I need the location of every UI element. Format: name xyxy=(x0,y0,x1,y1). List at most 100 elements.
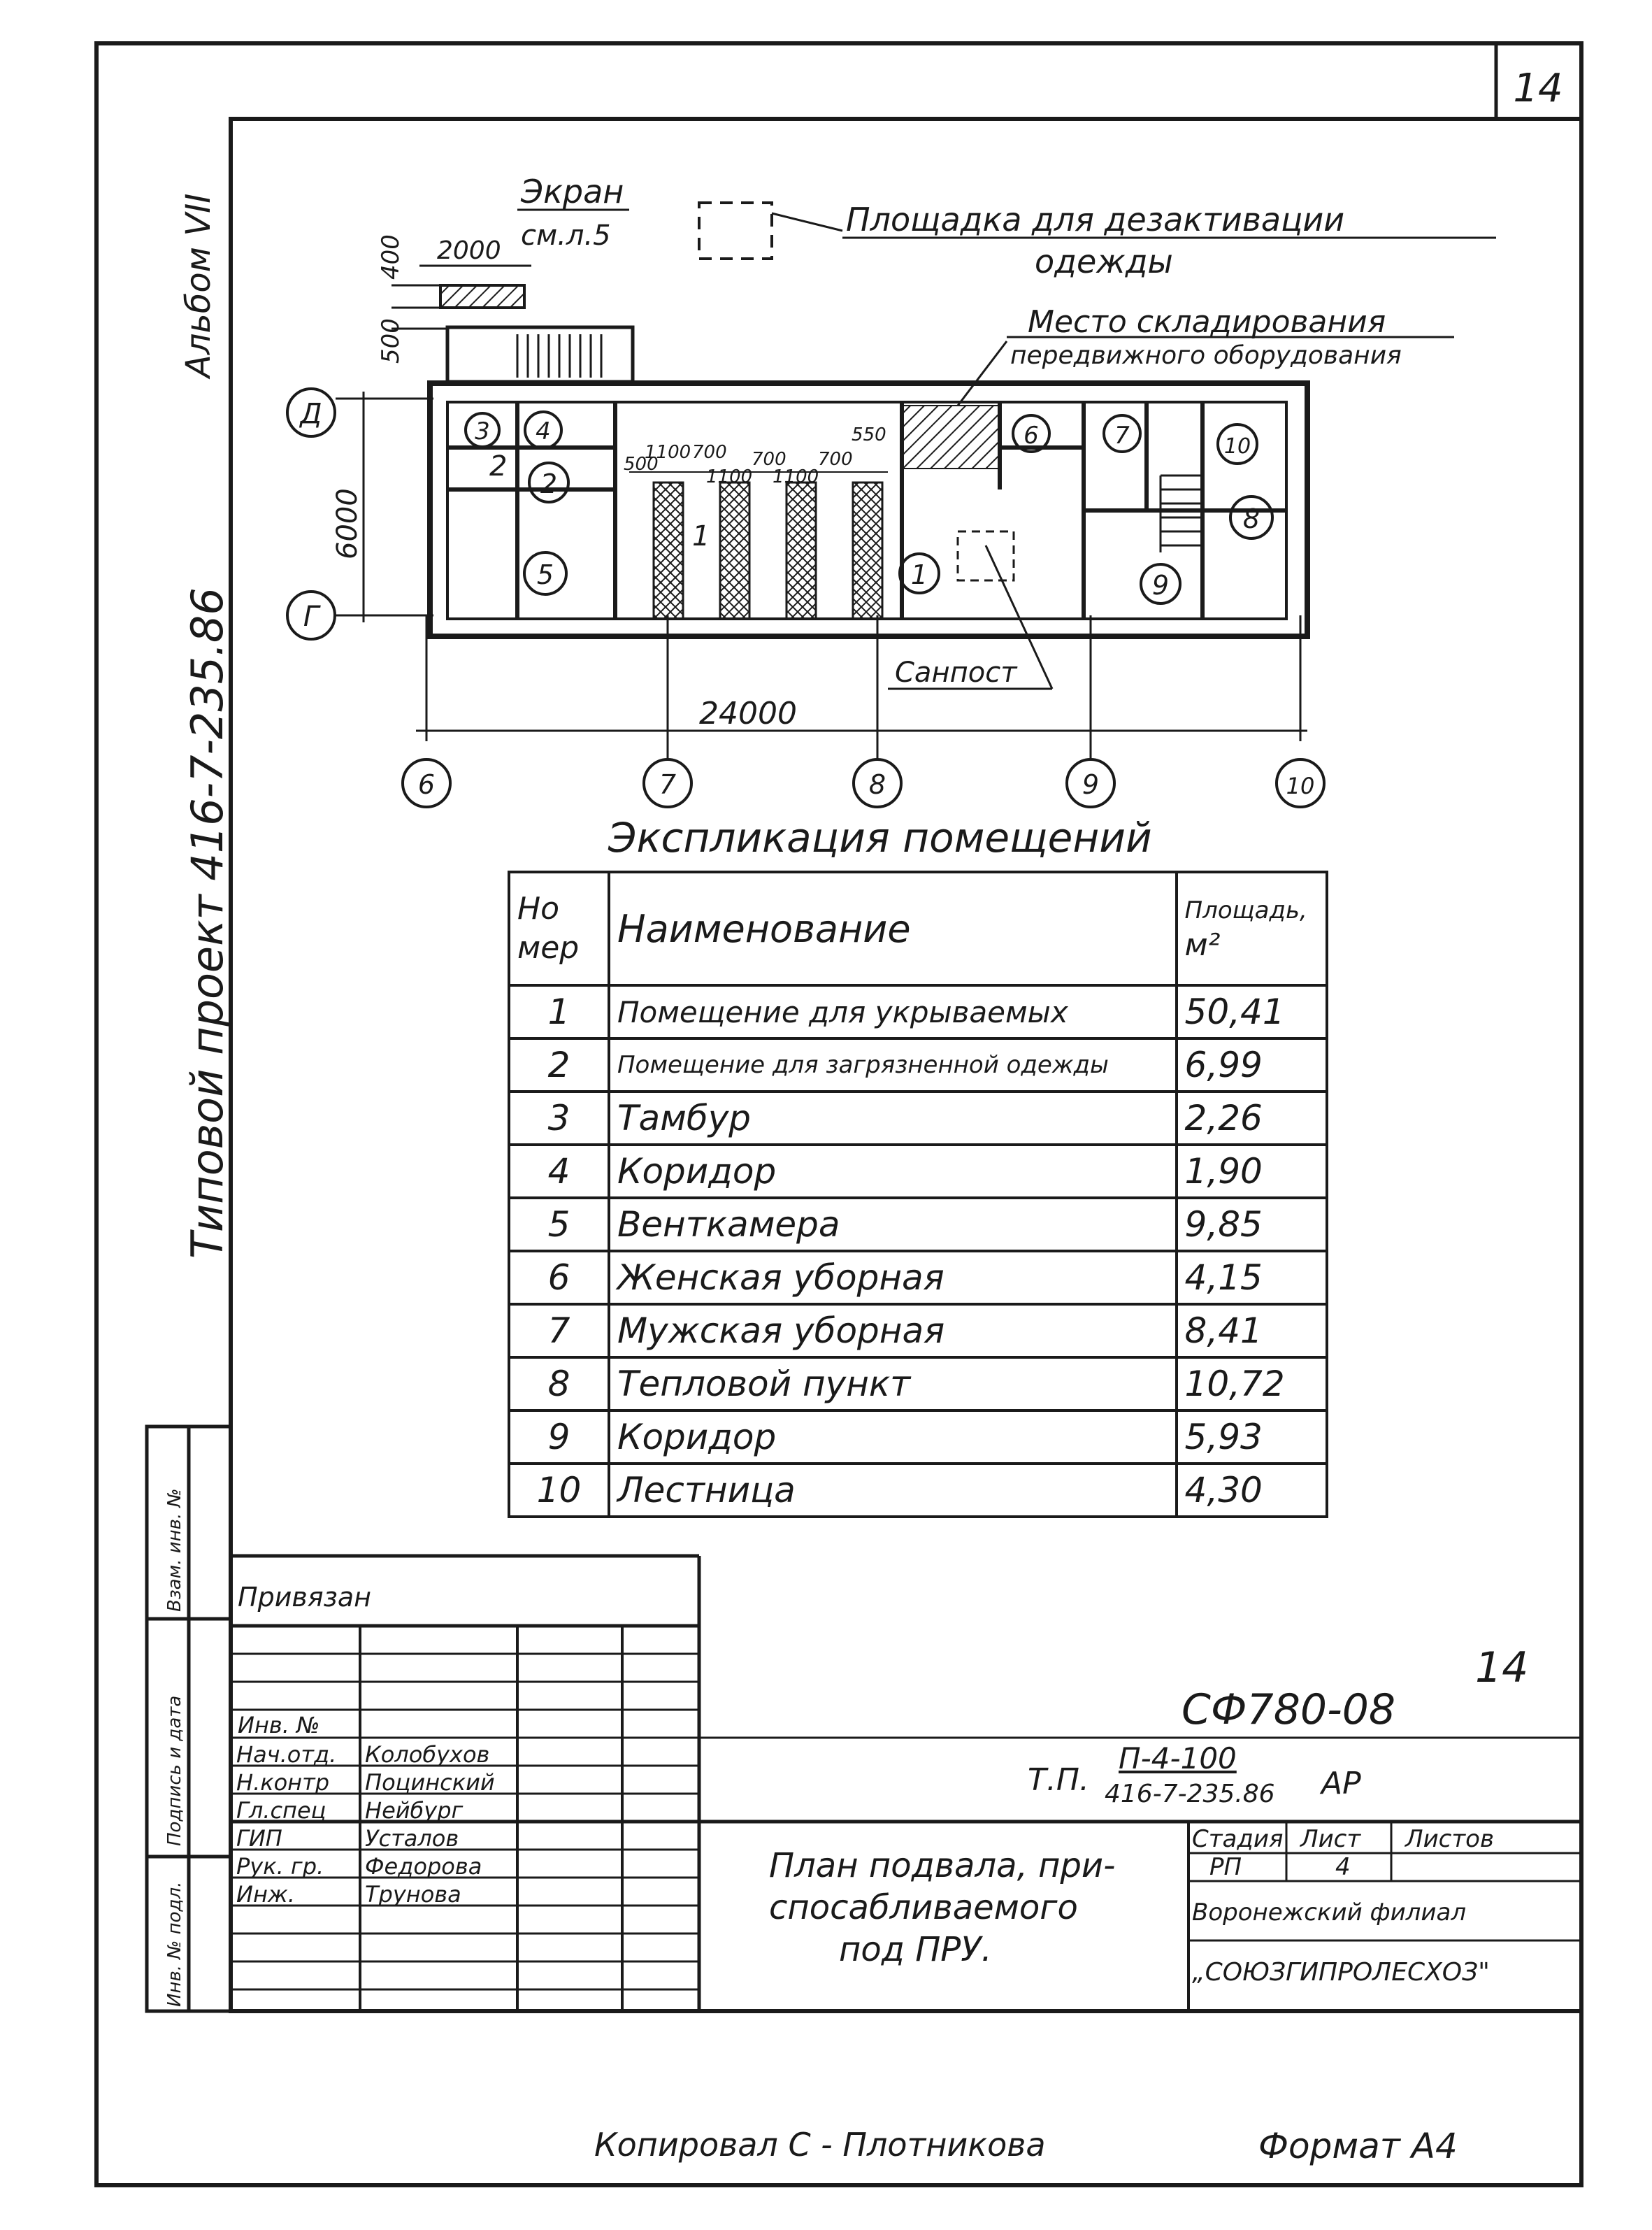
role-3: Гл.спец xyxy=(236,1797,326,1824)
dim-top-4: 1100 xyxy=(706,466,752,487)
storage-label-1: Место складирования xyxy=(1028,304,1386,340)
room-digit-2: 2 xyxy=(489,450,507,483)
name-4: Усталов xyxy=(365,1825,459,1852)
document-code: СФ780-08 xyxy=(1181,1685,1396,1734)
dim-6000: 6000 xyxy=(331,488,364,559)
screen-label: Экран xyxy=(520,173,624,210)
linked-label: Привязан xyxy=(238,1582,371,1613)
drawing-title-3: под ПРУ. xyxy=(839,1930,992,1969)
dim-top-8: 550 xyxy=(852,424,886,445)
col-name-header: Наименование xyxy=(607,871,1178,987)
tp-project: 416-7-235.86 xyxy=(1105,1780,1275,1808)
bench-1 xyxy=(652,481,684,620)
room-marker-10: 10 xyxy=(1224,434,1251,459)
drawing-title-1: План подвала, при- xyxy=(769,1846,1116,1885)
name-3: Нейбург xyxy=(365,1797,464,1824)
axis-7: 7 xyxy=(659,769,676,800)
dim-24000: 24000 xyxy=(699,696,797,731)
dim-top-5: 700 xyxy=(752,449,787,470)
storage-area xyxy=(901,405,1000,469)
role-1: Нач.отд. xyxy=(236,1741,337,1768)
room-marker-1: 1 xyxy=(911,559,928,590)
role-6: Инж. xyxy=(236,1881,295,1908)
room-markers: 1 2 3 4 5 6 7 8 9 10 xyxy=(464,410,1274,605)
project-side-label: Типовой проект 416-7-235.86 xyxy=(182,587,233,1259)
room-marker-7: 7 xyxy=(1114,422,1130,450)
axis-g: Г xyxy=(303,601,321,633)
dim-top-3: 700 xyxy=(692,442,727,463)
tp-number: П-4-100 xyxy=(1119,1741,1237,1775)
sheet-value: 4 xyxy=(1335,1853,1351,1881)
format-label: Формат А4 xyxy=(1258,2126,1458,2166)
sheet-number: 14 xyxy=(1513,66,1563,111)
stage-label: Стадия xyxy=(1192,1825,1284,1853)
bench-2 xyxy=(719,481,751,620)
name-6: Трунова xyxy=(365,1881,461,1908)
screen-block xyxy=(439,284,526,309)
dim-500: 500 xyxy=(377,318,405,364)
room-marker-5: 5 xyxy=(537,559,554,590)
name-2: Поцинский xyxy=(365,1769,495,1796)
sheet-number-copy: 14 xyxy=(1475,1643,1529,1692)
role-2: Н.контр xyxy=(236,1769,330,1796)
room-marker-8: 8 xyxy=(1243,503,1260,534)
role-4: ГИП xyxy=(236,1825,282,1852)
dim-top-1: 500 xyxy=(624,454,659,475)
organization-1: Воронежский филиал xyxy=(1192,1899,1467,1927)
copied-by: Копировал С - Плотникова xyxy=(594,2126,1046,2164)
side-label-1: Взам. инв. № xyxy=(164,1488,185,1612)
album-label: Альбом VII xyxy=(179,194,218,380)
axis-6: 6 xyxy=(418,769,435,800)
tp-prefix: Т.П. xyxy=(1028,1762,1089,1798)
room-digit-1: 1 xyxy=(692,520,710,552)
inner-frame xyxy=(229,117,1583,2013)
name-5: Федорова xyxy=(365,1853,482,1880)
explication-title: Экспликация помещений xyxy=(608,814,1152,862)
sheets-label: Листов xyxy=(1405,1825,1495,1853)
sanpost-area xyxy=(956,530,1015,582)
decon-label-1: Площадка для дезактивации xyxy=(846,201,1344,238)
axis-10: 10 xyxy=(1286,773,1315,799)
storage-label-2: передвижного оборудования xyxy=(1010,341,1402,370)
screen-ref: см.л.5 xyxy=(521,220,611,252)
axis-8: 8 xyxy=(869,769,886,800)
inv-no-label: Инв. № xyxy=(238,1712,320,1738)
bench-3 xyxy=(785,481,817,620)
drawing-title-2: спосабливаемого xyxy=(769,1888,1078,1927)
dim-top-6: 1100 xyxy=(773,466,819,487)
organization-2: „СОЮЗГИПРОЛЕСХОЗ" xyxy=(1192,1958,1490,1987)
axis-9: 9 xyxy=(1082,769,1099,800)
side-label-2: Подпись и дата xyxy=(164,1696,185,1846)
bench-4 xyxy=(852,481,884,620)
col-area-header: Площадь,м² xyxy=(1175,871,1329,987)
room-marker-3: 3 xyxy=(475,417,490,445)
axis-d: Д xyxy=(299,398,322,430)
tp-suffix: АР xyxy=(1321,1766,1361,1801)
room-marker-2: 2 xyxy=(540,469,557,499)
dim-2000: 2000 xyxy=(437,236,501,265)
side-label-3: Инв. № подл. xyxy=(164,1882,185,2007)
dim-top-2: 1100 xyxy=(645,442,691,463)
room-marker-6: 6 xyxy=(1023,422,1039,450)
dim-top-7: 700 xyxy=(818,449,853,470)
room-marker-4: 4 xyxy=(536,417,551,445)
floor-plan: Экран см.л.5 2000 400 500 Площадка для д… xyxy=(286,173,1496,808)
decon-label-2: одежды xyxy=(1035,243,1173,280)
name-1: Колобухов xyxy=(365,1741,490,1768)
decontamination-area xyxy=(698,201,773,260)
role-5: Рук. гр. xyxy=(236,1853,324,1880)
sanpost-label: Санпост xyxy=(895,657,1018,689)
